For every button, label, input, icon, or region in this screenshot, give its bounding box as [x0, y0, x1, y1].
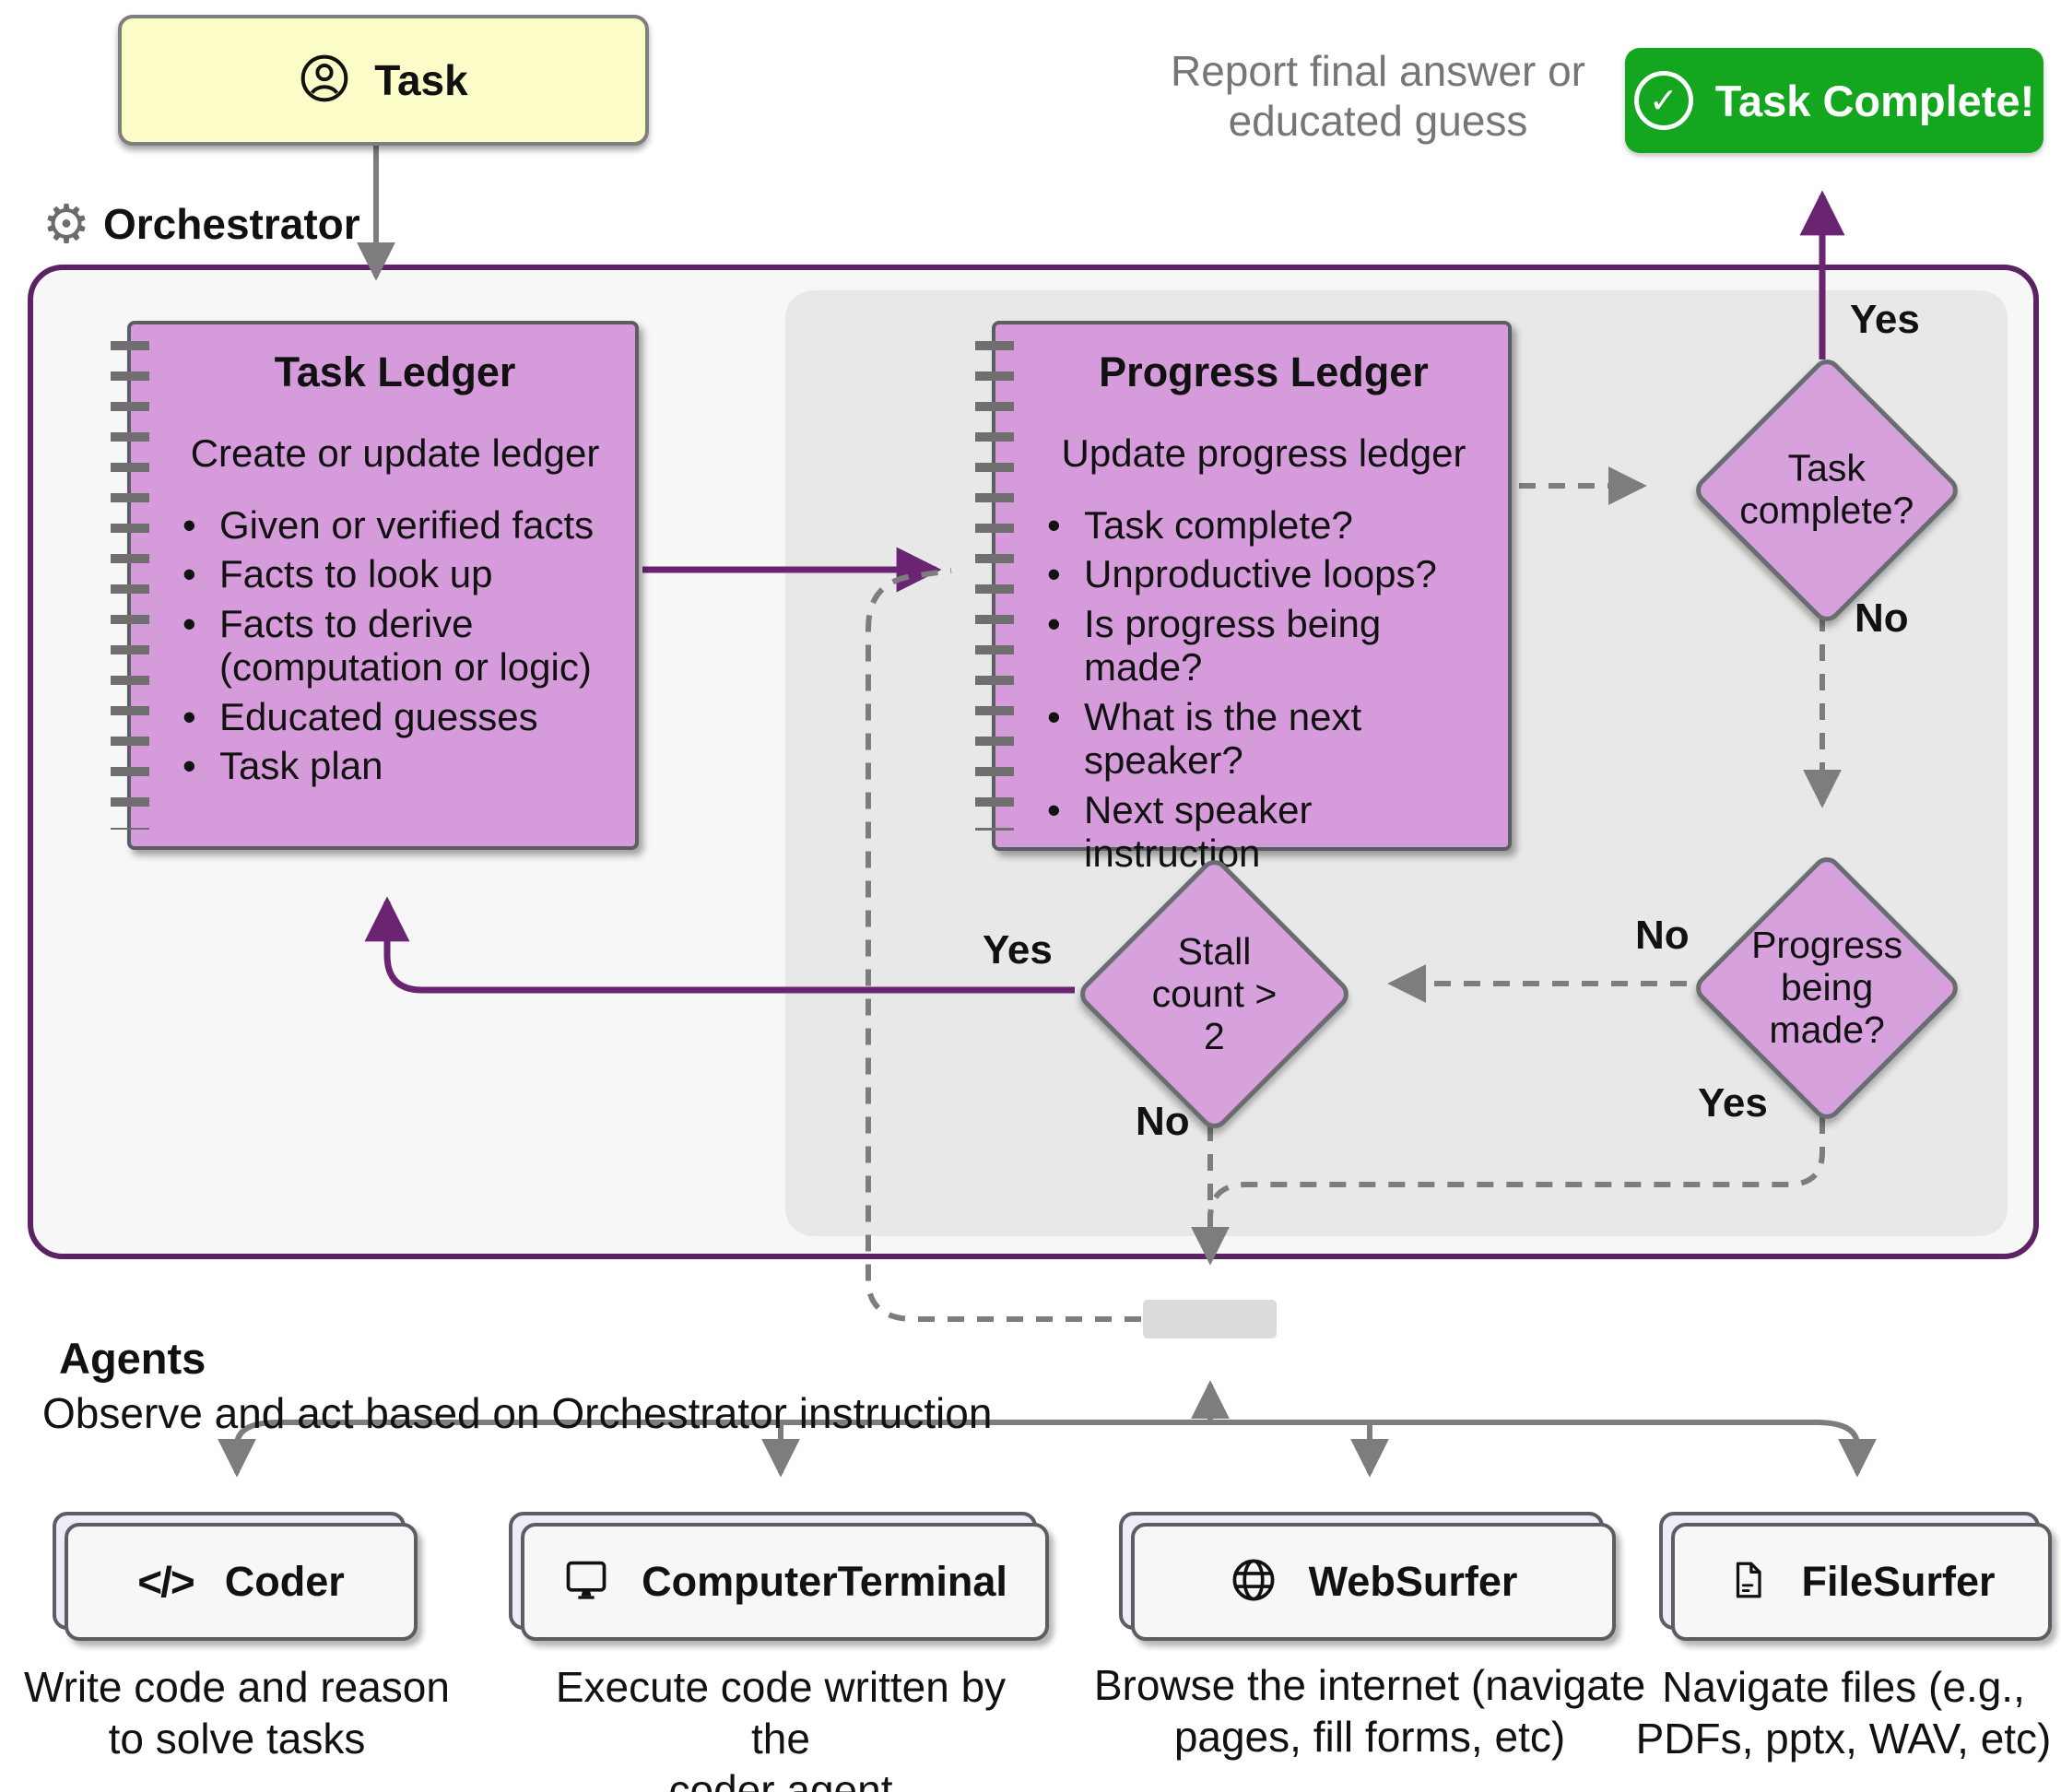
progress-ledger: Progress Ledger Update progress ledger T…	[975, 321, 1512, 875]
agent-filesurfer-label: FileSurfer	[1801, 1558, 1996, 1605]
code-icon: </>	[137, 1558, 194, 1606]
edge-label-progress-yes: Yes	[1698, 1080, 1768, 1126]
agents-title: Agents	[59, 1334, 206, 1383]
list-item: Is progress being made?	[1043, 602, 1484, 690]
task-node-label: Task	[374, 56, 468, 104]
gear-icon: ⚙	[42, 193, 90, 255]
spiral-binding	[975, 341, 1014, 831]
monitor-icon	[562, 1556, 610, 1609]
task-ledger: Task Ledger Create or update ledger Give…	[111, 321, 639, 850]
list-item: Task complete?	[1043, 503, 1484, 548]
list-item: Task plan	[179, 744, 611, 788]
check-circle-icon: ✓	[1633, 71, 1693, 130]
task-ledger-intro: Create or update ledger	[190, 431, 600, 475]
file-icon	[1727, 1559, 1770, 1606]
orchestrator-label: Orchestrator	[103, 200, 360, 248]
list-item: What is the next speaker?	[1043, 695, 1484, 783]
list-item: Educated guesses	[179, 695, 611, 739]
agent-websurfer-label: WebSurfer	[1308, 1558, 1518, 1605]
spiral-binding	[111, 341, 149, 830]
agent-coder-description: Write code and reason to solve tasks	[24, 1663, 450, 1763]
person-icon	[299, 53, 350, 109]
progress-ledger-title: Progress Ledger	[1099, 348, 1429, 395]
task-ledger-title: Task Ledger	[274, 348, 516, 395]
decision-progress-made-label: Progress being made?	[1750, 924, 1903, 1051]
list-item: Given or verified facts	[179, 503, 611, 548]
agent-computer-terminal: ComputerTerminal	[521, 1523, 1049, 1641]
progress-ledger-list: Task complete? Unproductive loops? Is pr…	[1043, 503, 1484, 876]
edge-label-task-complete-yes: Yes	[1850, 297, 1920, 342]
agent-coder: </> Coder	[65, 1523, 418, 1641]
agent-websurfer-description: Browse the internet (navigate pages, fil…	[1093, 1661, 1646, 1762]
agents-connector	[1143, 1300, 1277, 1338]
task-node: Task	[118, 15, 649, 146]
decision-task-complete-label: Task complete?	[1739, 447, 1914, 532]
list-item: Next speaker instruction	[1043, 788, 1484, 876]
edge-label-stall-yes: Yes	[983, 927, 1053, 973]
agent-computer-terminal-label: ComputerTerminal	[642, 1558, 1007, 1605]
list-item: Facts to derive (computation or logic)	[179, 602, 611, 690]
task-ledger-list: Given or verified facts Facts to look up…	[179, 503, 611, 788]
task-complete-label: Task Complete!	[1714, 76, 2035, 125]
edge-label-stall-no: No	[1136, 1099, 1190, 1144]
agent-filesurfer: FileSurfer	[1671, 1523, 2052, 1641]
list-item: Unproductive loops?	[1043, 552, 1484, 596]
agent-computer-terminal-description: Execute code written by the coder agent	[555, 1663, 1007, 1792]
edge-label-task-complete-no: No	[1855, 595, 1909, 641]
agent-coder-label: Coder	[224, 1558, 345, 1605]
progress-ledger-intro: Update progress ledger	[1061, 431, 1466, 475]
agent-filesurfer-description: Navigate files (e.g., PDFs, pptx, WAV, e…	[1635, 1663, 2052, 1763]
task-complete-button: ✓ Task Complete!	[1625, 48, 2043, 153]
report-caption: Report final answer or educated guess	[1171, 47, 1585, 146]
edge-label-progress-no: No	[1635, 913, 1690, 958]
agents-subtitle: Observe and act based on Orchestrator in…	[42, 1389, 993, 1437]
decision-stall-count-label: Stall count > 2	[1151, 929, 1278, 1057]
agent-websurfer: WebSurfer	[1131, 1523, 1616, 1641]
list-item: Facts to look up	[179, 552, 611, 596]
orchestrator-heading: ⚙ Orchestrator	[42, 197, 360, 251]
globe-icon	[1230, 1556, 1278, 1609]
